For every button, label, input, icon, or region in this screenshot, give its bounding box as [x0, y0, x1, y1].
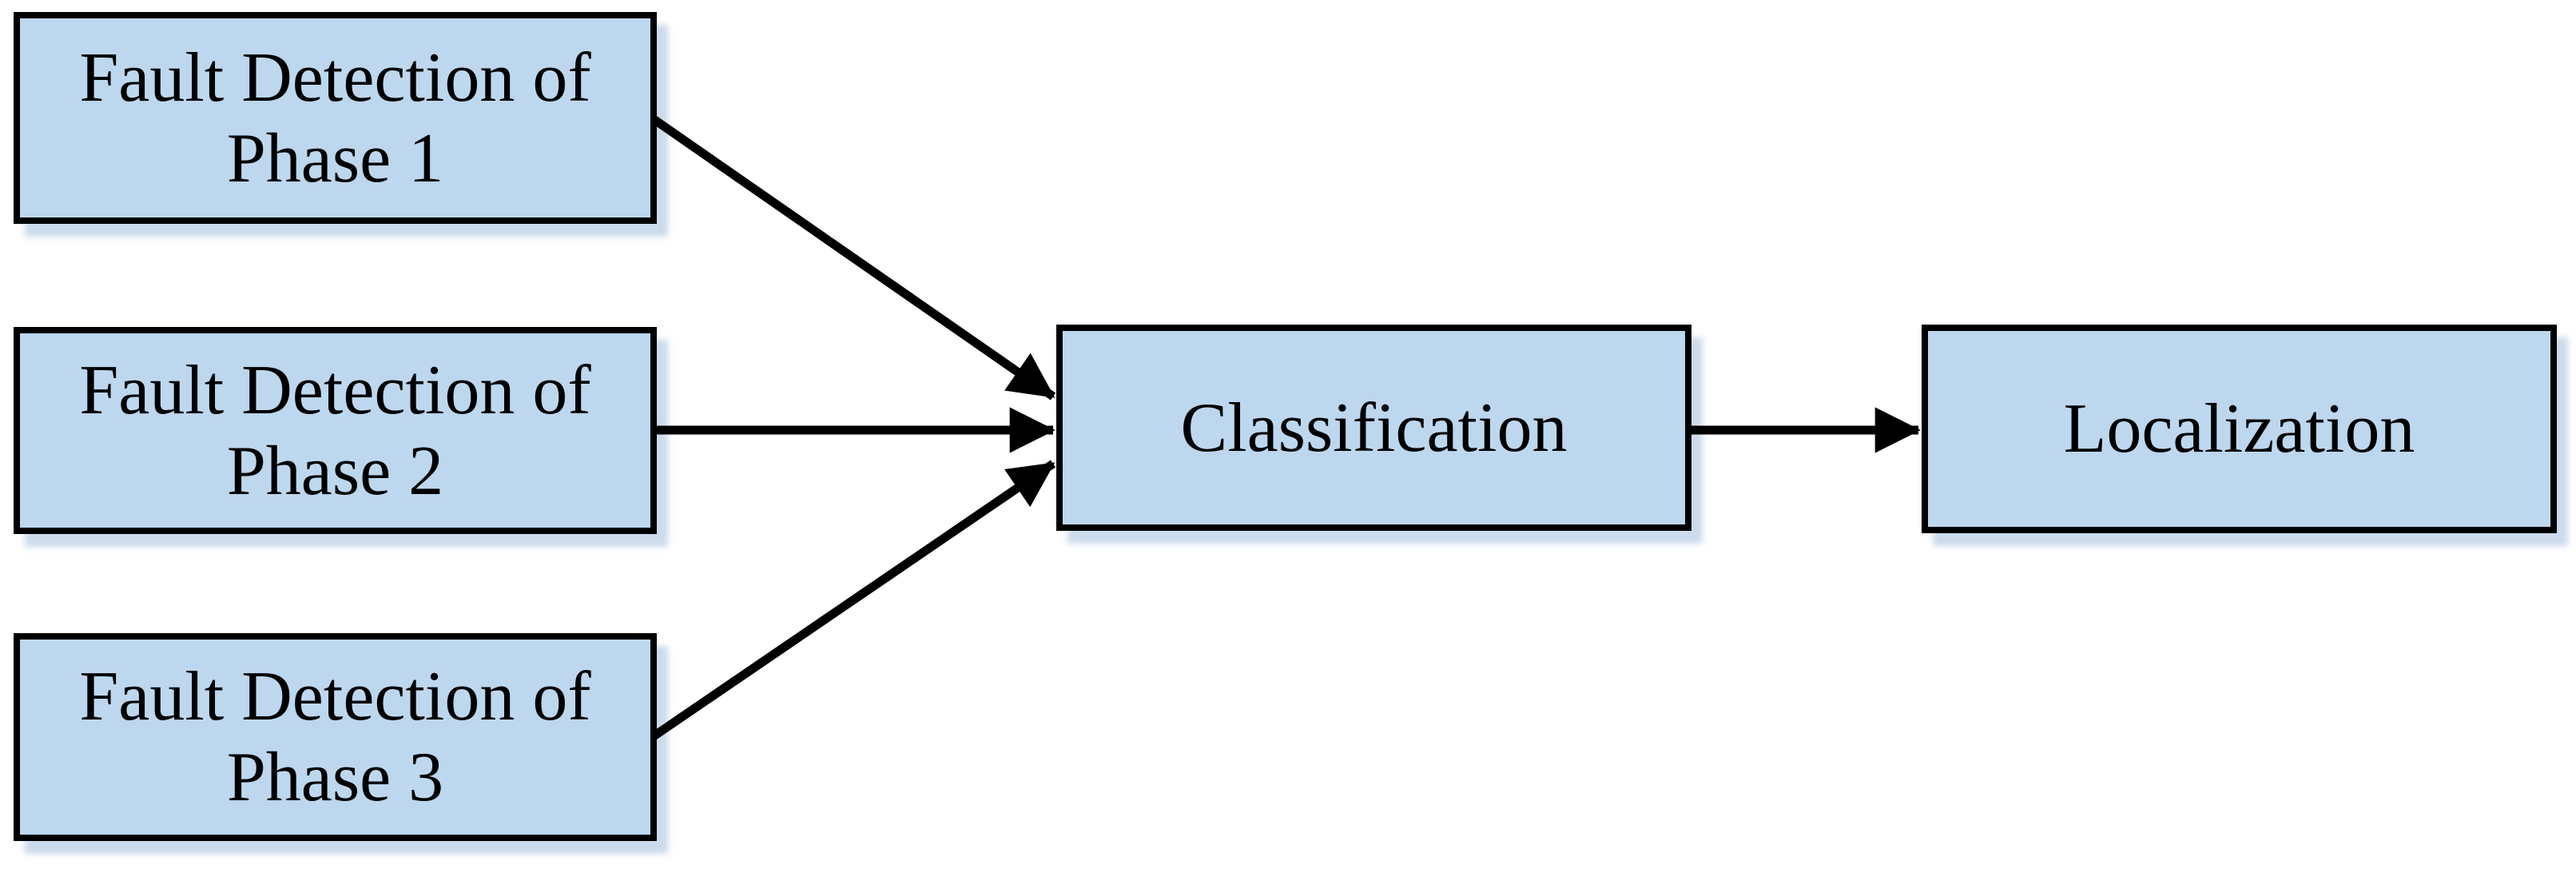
node-label-line: Fault Detection of — [79, 658, 591, 735]
node-fault-detection-phase-2: Fault Detection of Phase 2 — [14, 327, 657, 534]
edge-phase3-to-classification-arrow — [650, 460, 1056, 740]
node-label-line: Phase 1 — [226, 119, 444, 197]
node-label-line: Phase 2 — [226, 432, 444, 510]
node-localization: Localization — [1922, 325, 2557, 533]
node-fault-detection-phase-1: Fault Detection of Phase 1 — [14, 12, 657, 224]
node-label-line: Phase 3 — [226, 739, 444, 816]
node-label-line: Fault Detection of — [79, 38, 591, 117]
node-label-line: Classification — [1180, 389, 1568, 467]
node-label-line: Fault Detection of — [79, 351, 591, 429]
node-classification: Classification — [1056, 325, 1691, 531]
node-label-line: Localization — [2063, 390, 2415, 468]
edge-phase1-to-classification-arrow — [650, 115, 1056, 401]
node-fault-detection-phase-3: Fault Detection of Phase 3 — [14, 633, 657, 841]
